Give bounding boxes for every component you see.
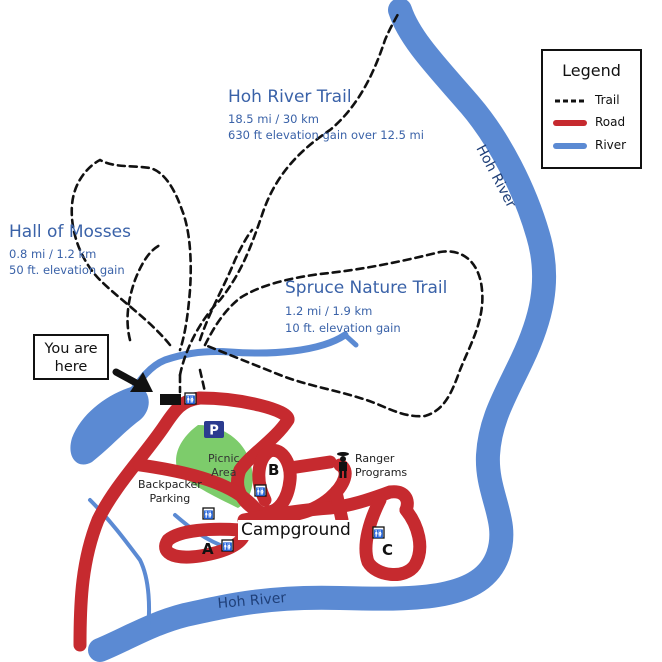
site-c-label: C <box>382 541 394 559</box>
loop-c <box>359 493 427 581</box>
svg-text:🚻: 🚻 <box>374 529 384 539</box>
backpacker-parking-label: Backpacker Parking <box>138 478 202 505</box>
stream-branch <box>342 332 359 348</box>
loop-b <box>252 443 297 519</box>
parking-symbol: P <box>209 424 219 439</box>
main-road <box>73 391 207 652</box>
svg-text:🚻: 🚻 <box>204 510 214 520</box>
campground-road <box>237 485 414 527</box>
connector-trail <box>178 368 207 394</box>
west-pond <box>70 385 149 465</box>
hall-of-mosses-distance: 0.8 mi / 1.2 km <box>9 247 97 261</box>
road-swatch <box>553 120 587 126</box>
spruce-nature-trail-distance: 1.2 mi / 1.9 km <box>285 304 373 318</box>
hall-of-mosses-name: Hall of Mosses <box>9 222 131 242</box>
river-swatch <box>553 143 587 149</box>
camp-spur <box>329 485 349 527</box>
you-are-here-label: You are here <box>44 341 98 375</box>
hoh-river-trail-name: Hoh River Trail <box>228 87 352 107</box>
spruce-nature-trail-elevation: 10 ft. elevation gain <box>285 321 401 335</box>
you-are-here-box: You are here <box>33 334 109 380</box>
hoh-river-trail-branch <box>198 228 254 342</box>
legend-label-trail: Trail <box>595 93 620 107</box>
svg-text:🚻: 🚻 <box>223 542 233 552</box>
trail-swatch <box>555 99 585 103</box>
restroom-icon: 🚻 <box>221 539 234 552</box>
ranger-programs-label: Ranger Programs <box>355 452 408 479</box>
site-b-label: B <box>268 461 280 479</box>
legend-title: Legend <box>562 61 621 80</box>
west-stream <box>88 498 152 632</box>
river-label-south: Hoh River <box>217 590 287 612</box>
legend: Legend Trail Road River <box>541 49 642 169</box>
site-a-label: A <box>202 540 214 558</box>
hall-of-mosses-trail <box>70 158 193 352</box>
restroom-icon: 🚻 <box>372 526 385 539</box>
ranger-icon <box>337 452 349 478</box>
hoh-river-trail-elevation: 630 ft elevation gain over 12.5 mi <box>228 128 424 142</box>
ranger-road <box>283 455 337 475</box>
svg-text:🚻: 🚻 <box>186 395 196 405</box>
spruce-nature-trail-name: Spruce Nature Trail <box>285 278 448 298</box>
you-are-here-arrow-icon <box>112 368 153 392</box>
svg-text:🚻: 🚻 <box>256 487 266 497</box>
hall-of-mosses-elevation: 50 ft. elevation gain <box>9 263 125 277</box>
spruce-nature-trail <box>203 250 484 418</box>
legend-label-river: River <box>595 138 627 152</box>
hall-of-mosses-inner <box>126 243 162 342</box>
visitor-center-icon <box>160 394 181 405</box>
hoh-river-trail-distance: 18.5 mi / 30 km <box>228 112 319 126</box>
campground-label: Campground <box>238 520 354 540</box>
restroom-icon: 🚻 <box>202 507 215 520</box>
restroom-icon: 🚻 <box>184 392 197 405</box>
parking-icon: P <box>204 421 224 439</box>
picnic-area-label: Picnic Area <box>208 452 240 479</box>
legend-label-road: Road <box>595 115 626 129</box>
hoh-river-main <box>88 0 557 662</box>
restroom-icon: 🚻 <box>254 484 267 497</box>
stream <box>128 331 349 396</box>
